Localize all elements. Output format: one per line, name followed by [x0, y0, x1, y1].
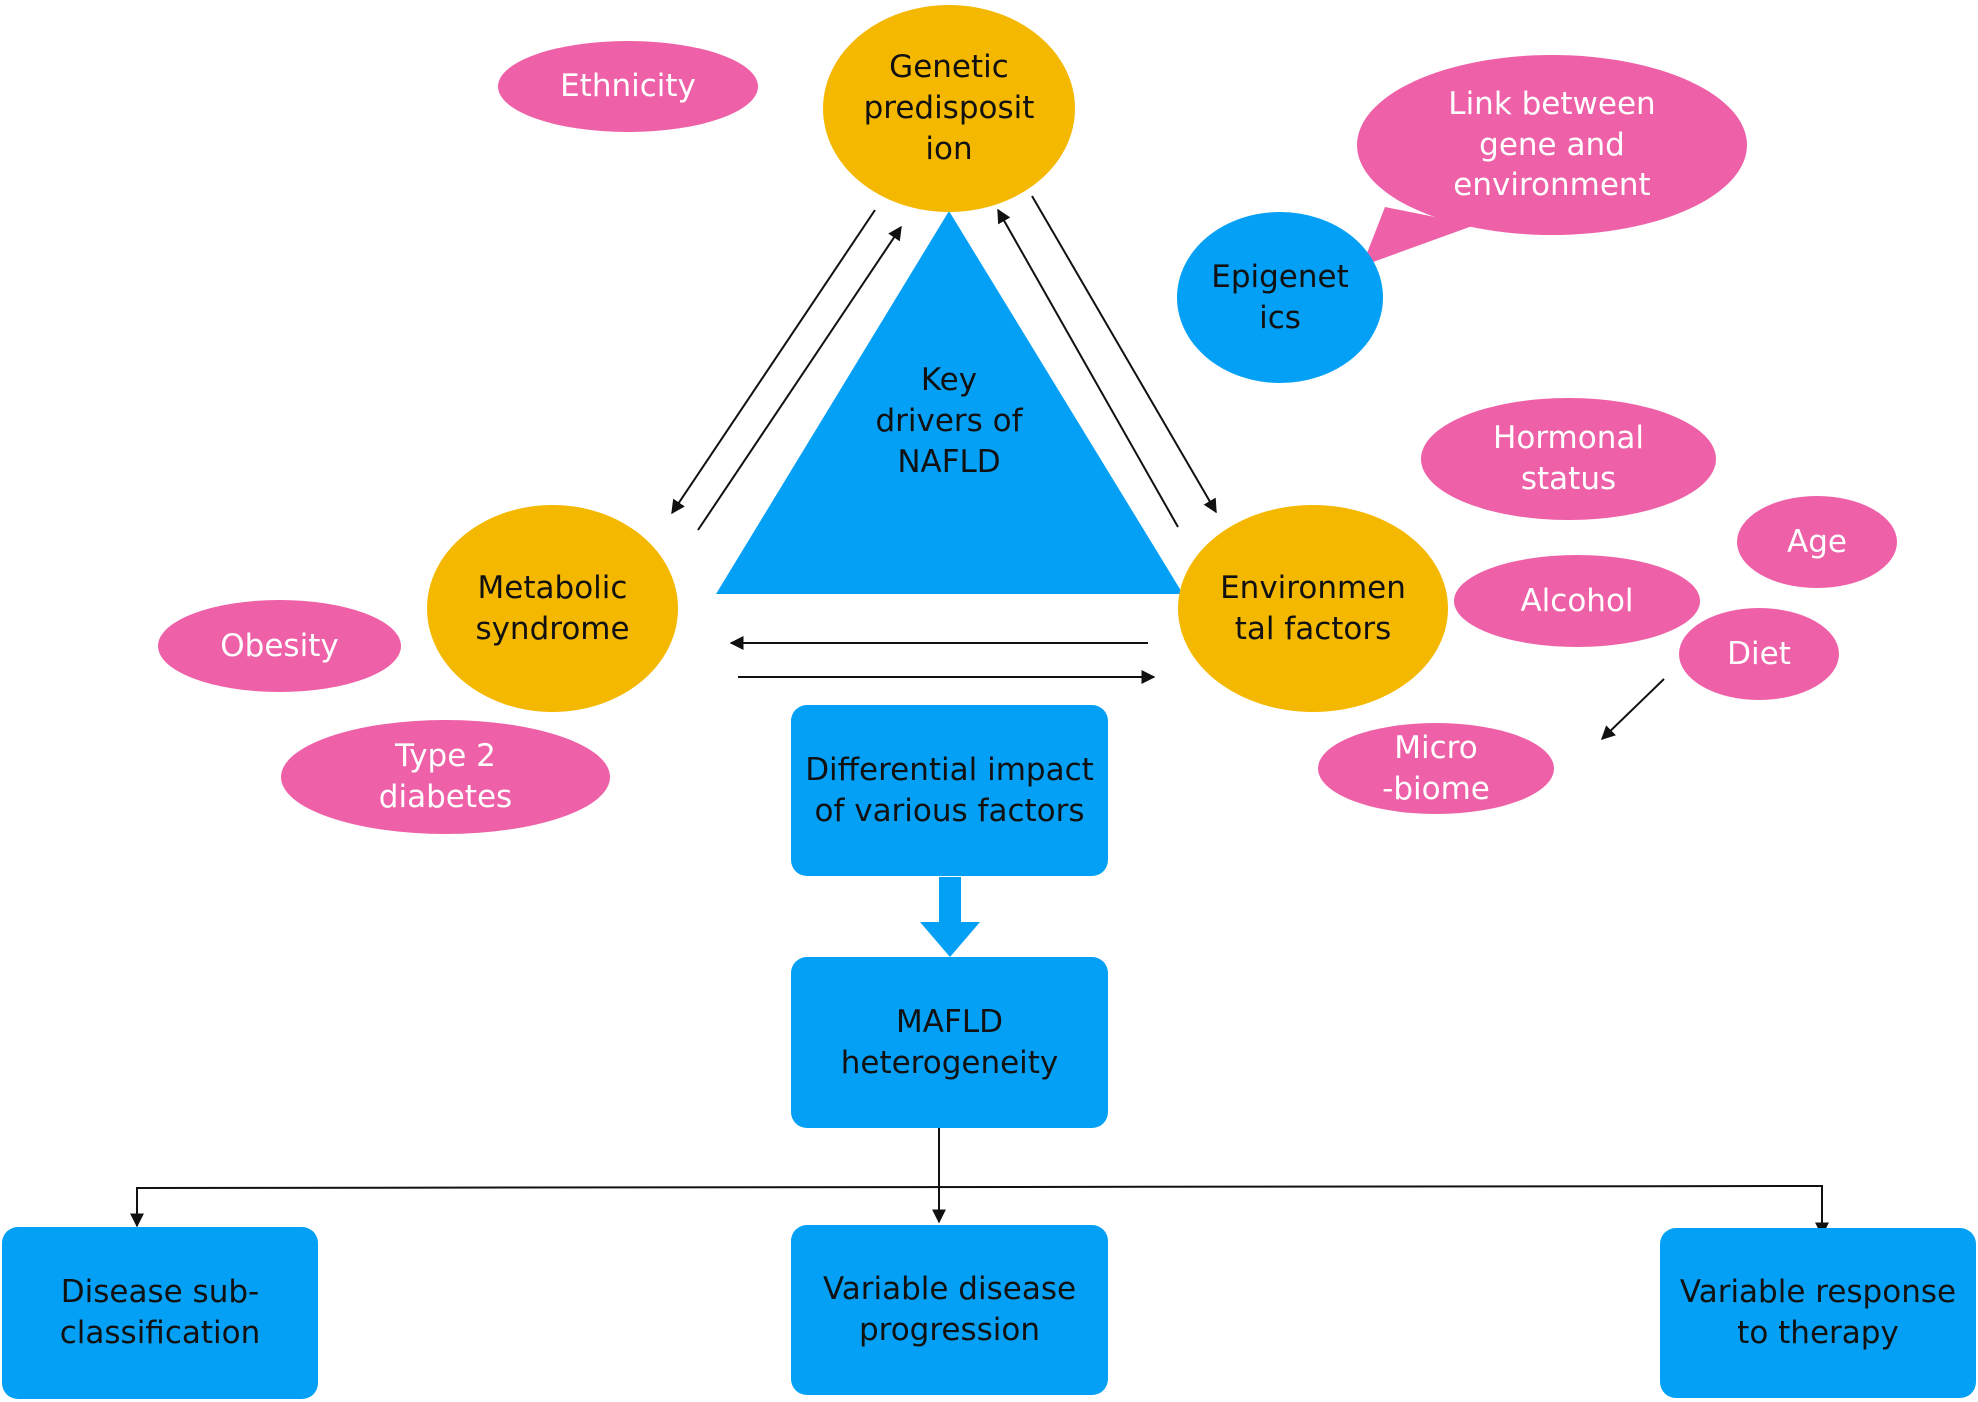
diet-factor: Diet: [1679, 608, 1839, 700]
variable-therapy-response-box: Variable response to therapy: [1660, 1228, 1976, 1398]
hormonal-status-factor: Hormonal status: [1421, 398, 1716, 520]
alcohol-factor: Alcohol: [1454, 555, 1700, 647]
arrow-diet-to-microbiome: [1600, 678, 1665, 740]
mafld-heterogeneity-box: MAFLD heterogeneity: [791, 957, 1108, 1128]
key-drivers-label: Key drivers of NAFLD: [875, 362, 1023, 480]
epigenetics-node: Epigenet ics: [1177, 212, 1383, 383]
arrow-environmental-to-genetic: [997, 208, 1179, 528]
metabolic-syndrome-node: Metabolic syndrome: [427, 505, 678, 712]
arrow-genetic-to-environmental: [1031, 195, 1217, 514]
key-drivers-triangle: [716, 211, 1183, 594]
microbiome-factor: Micro -biome: [1318, 723, 1554, 814]
disease-subclassification-box: Disease sub- classification: [2, 1227, 318, 1399]
environmental-factors-node: Environmen tal factors: [1178, 505, 1448, 712]
epigenetics-callout-text: Link between gene and environment: [1448, 85, 1656, 204]
arrow-metabolic-to-genetic: [697, 225, 902, 531]
type2-diabetes-factor: Type 2 diabetes: [281, 720, 610, 834]
obesity-factor: Obesity: [158, 600, 401, 692]
ethnicity-factor: Ethnicity: [498, 41, 758, 132]
connector-branch-line: [136, 1184, 1823, 1233]
epigenetics-callout-bubble: [1357, 55, 1747, 266]
variable-progression-box: Variable disease progression: [791, 1225, 1108, 1395]
differential-impact-box: Differential impact of various factors: [791, 705, 1108, 876]
block-arrow-down: [920, 877, 980, 957]
genetic-predisposition-node: Genetic predisposit ion: [823, 5, 1075, 212]
age-factor: Age: [1737, 496, 1897, 588]
arrow-genetic-to-metabolic: [671, 209, 876, 515]
